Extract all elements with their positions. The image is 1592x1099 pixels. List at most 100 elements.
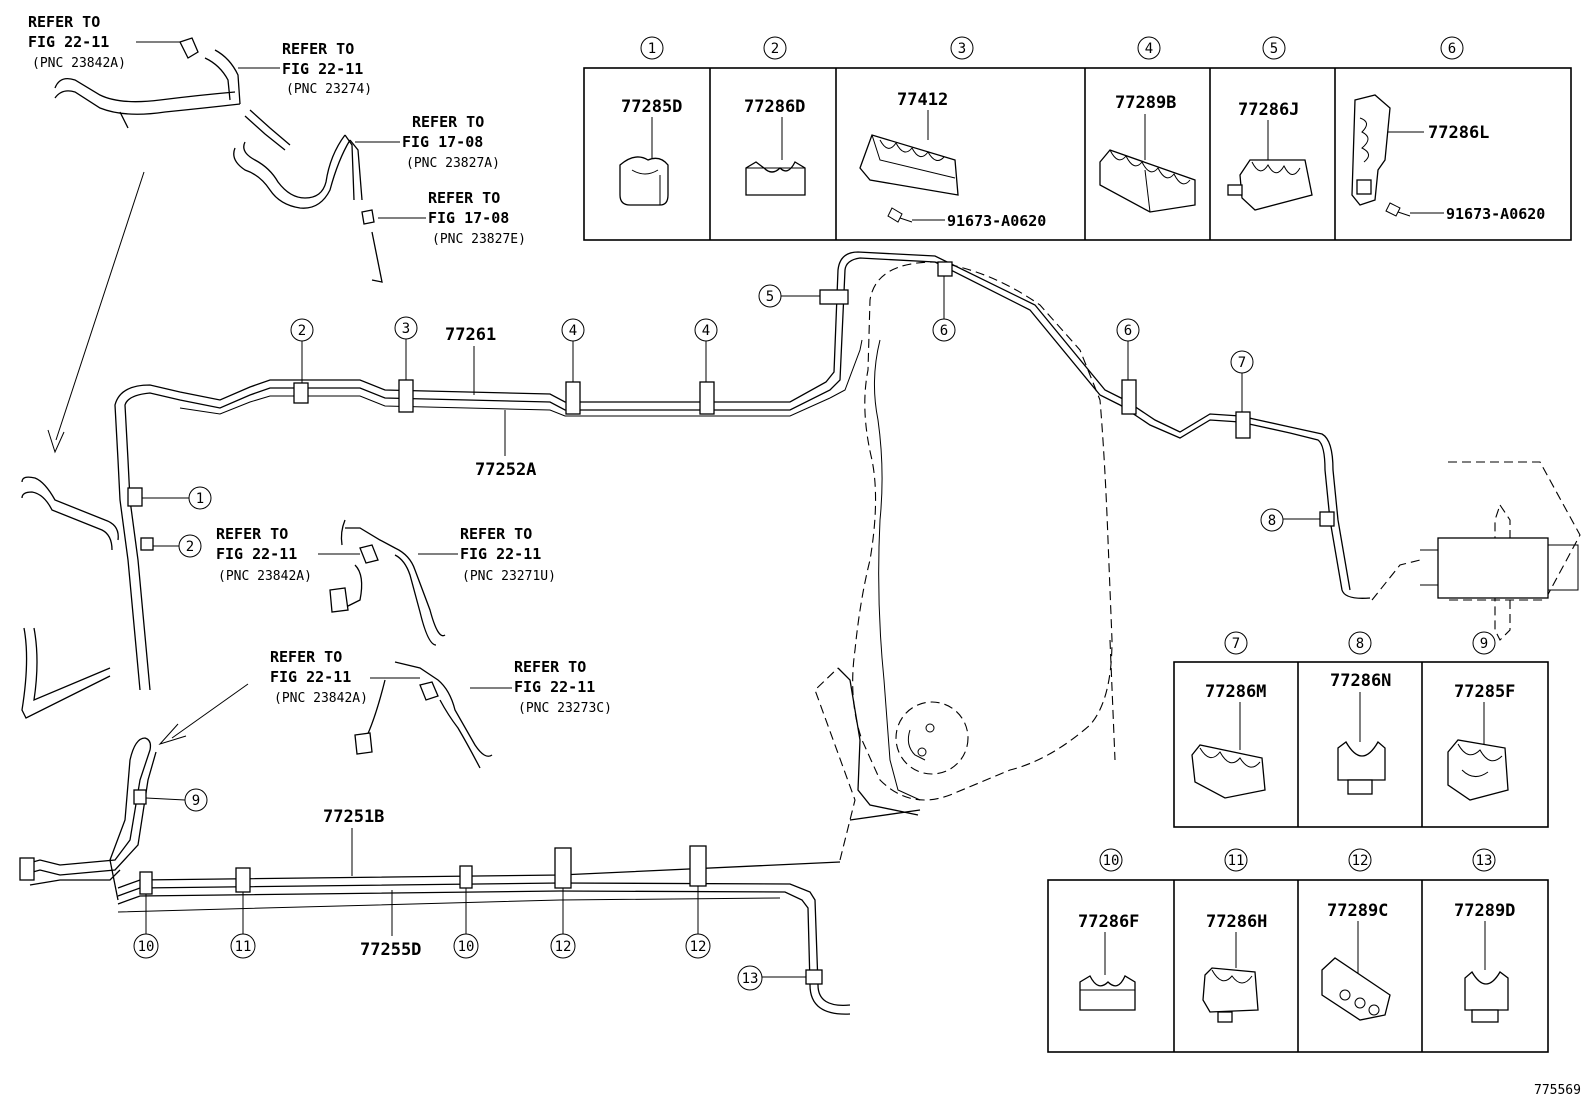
arrow-icon bbox=[47, 171, 145, 454]
svg-text:6: 6 bbox=[940, 323, 948, 339]
part-number-77286N: 77286N bbox=[1330, 671, 1391, 691]
svg-text:FIG 17-08: FIG 17-08 bbox=[402, 133, 483, 151]
parts-table-right-lower: 10 11 12 13 77286F 77286H 77289C 77289D bbox=[1047, 848, 1549, 1053]
svg-text:3: 3 bbox=[402, 321, 410, 337]
parts-table-right-upper: 7 8 9 77286M 77286N 77285F bbox=[1173, 631, 1549, 828]
clamp-77289D-icon bbox=[1464, 970, 1509, 1023]
bolt-part-number: 91673-A0620 bbox=[1446, 205, 1545, 223]
svg-text:6: 6 bbox=[1448, 41, 1456, 57]
callout-1: 1 bbox=[142, 486, 212, 510]
svg-text:5: 5 bbox=[766, 289, 774, 305]
canister-assembly bbox=[1371, 461, 1581, 641]
callout-8: 8 bbox=[1260, 508, 1320, 532]
callout-6: 6 bbox=[1116, 318, 1140, 380]
svg-text:FIG 22-11: FIG 22-11 bbox=[270, 668, 351, 686]
table-header-13: 13 bbox=[1476, 853, 1493, 869]
callout-10: 10 bbox=[453, 888, 479, 959]
svg-text:REFER TO: REFER TO bbox=[460, 525, 532, 543]
table-header-9: 9 bbox=[1480, 636, 1488, 652]
clamp-77285D-icon bbox=[619, 156, 669, 206]
callout-9: 9 bbox=[145, 788, 208, 812]
callout-6: 6 bbox=[932, 276, 956, 342]
callout-5: 5 bbox=[758, 284, 820, 308]
part-number-77412: 77412 bbox=[897, 90, 948, 110]
figure-id: 775569 bbox=[1534, 1083, 1581, 1098]
callout-12: 12 bbox=[685, 886, 711, 959]
clamp-77289B-icon bbox=[1099, 149, 1196, 213]
clamp-77285F-icon bbox=[1447, 739, 1509, 801]
callout-4: 4 bbox=[694, 318, 718, 382]
svg-text:REFER TO: REFER TO bbox=[428, 189, 500, 207]
part-number-77286M: 77286M bbox=[1205, 682, 1266, 702]
svg-text:10: 10 bbox=[138, 939, 155, 955]
reference-note: REFER TO FIG 22-11 (PNC 23842A) bbox=[216, 525, 360, 584]
svg-text:4: 4 bbox=[1145, 41, 1153, 57]
clamp-77286N-icon bbox=[1337, 740, 1386, 795]
svg-text:3: 3 bbox=[958, 41, 966, 57]
bolt-icon bbox=[1385, 202, 1411, 217]
svg-text:2: 2 bbox=[771, 41, 779, 57]
svg-text:7: 7 bbox=[1238, 355, 1246, 371]
svg-text:4: 4 bbox=[569, 323, 577, 339]
table-header-7: 7 bbox=[1232, 636, 1240, 652]
svg-text:(PNC 23273C): (PNC 23273C) bbox=[518, 701, 612, 716]
svg-text:(PNC 23842A): (PNC 23842A) bbox=[218, 569, 312, 584]
part-number-77289D: 77289D bbox=[1454, 901, 1515, 921]
table-header-4: 4 bbox=[1137, 36, 1161, 60]
table-header-5: 5 bbox=[1262, 36, 1286, 60]
svg-text:(PNC 23271U): (PNC 23271U) bbox=[462, 569, 556, 584]
part-number-77286F: 77286F bbox=[1078, 912, 1139, 932]
clamp-77286M-icon bbox=[1191, 744, 1266, 799]
filler-pipe-hose bbox=[21, 476, 119, 719]
reference-note: REFER TO FIG 22-11 (PNC 23274) bbox=[238, 40, 372, 97]
svg-text:FIG 22-11: FIG 22-11 bbox=[28, 33, 109, 51]
reference-note: REFER TO FIG 22-11 (PNC 23842A) bbox=[270, 648, 420, 706]
svg-text:REFER TO: REFER TO bbox=[216, 525, 288, 543]
clamp-77286F-icon bbox=[1079, 975, 1136, 1011]
callout-7: 7 bbox=[1230, 350, 1254, 412]
svg-text:2: 2 bbox=[298, 323, 306, 339]
part-number-77286J: 77286J bbox=[1238, 100, 1299, 120]
table-header-10: 10 bbox=[1103, 853, 1120, 869]
reference-note: REFER TO FIG 22-11 (PNC 23842A) bbox=[28, 13, 180, 71]
svg-text:REFER TO: REFER TO bbox=[282, 40, 354, 58]
fuel-hose-assembly-top bbox=[54, 37, 383, 283]
table-header-11: 11 bbox=[1228, 853, 1245, 869]
part-number-77289B: 77289B bbox=[1115, 93, 1176, 113]
clamp-77289C-icon bbox=[1321, 957, 1391, 1021]
svg-text:(PNC 23842A): (PNC 23842A) bbox=[274, 691, 368, 706]
svg-text:12: 12 bbox=[555, 939, 572, 955]
svg-text:13: 13 bbox=[742, 971, 759, 987]
callout-12: 12 bbox=[550, 888, 576, 959]
callout-11: 11 bbox=[230, 892, 256, 959]
callout-3: 3 bbox=[394, 316, 418, 380]
line-clamps bbox=[127, 261, 1335, 985]
svg-text:2: 2 bbox=[186, 539, 194, 555]
tube-part-77261: 77261 bbox=[445, 325, 496, 345]
bolt-icon bbox=[887, 207, 913, 223]
svg-text:(PNC 23827A): (PNC 23827A) bbox=[406, 156, 500, 171]
part-number-77286H: 77286H bbox=[1206, 912, 1267, 932]
parts-table-top: 1 2 3 4 5 6 77285D 77286 bbox=[583, 36, 1572, 241]
svg-text:11: 11 bbox=[235, 939, 252, 955]
fuel-tank-outline bbox=[852, 261, 1116, 801]
table-header-12: 12 bbox=[1352, 853, 1369, 869]
svg-text:REFER TO: REFER TO bbox=[514, 658, 586, 676]
svg-text:10: 10 bbox=[458, 939, 475, 955]
svg-text:FIG 17-08: FIG 17-08 bbox=[428, 209, 509, 227]
table-header-1: 1 bbox=[640, 36, 664, 60]
part-number-77285F: 77285F bbox=[1454, 682, 1515, 702]
arrow-icon bbox=[158, 683, 249, 746]
part-number-77286L: 77286L bbox=[1428, 123, 1489, 143]
tube-part-77252A: 77252A bbox=[475, 460, 536, 480]
callout-2: 2 bbox=[153, 534, 202, 558]
svg-text:8: 8 bbox=[1268, 513, 1276, 529]
svg-text:(PNC 23842A): (PNC 23842A) bbox=[32, 56, 126, 71]
reference-note: REFER TO FIG 22-11 (PNC 23273C) bbox=[470, 658, 612, 716]
svg-text:4: 4 bbox=[702, 323, 710, 339]
callout-10: 10 bbox=[133, 894, 159, 959]
tube-part-77255D: 77255D bbox=[360, 940, 421, 960]
fuel-line-lower bbox=[117, 667, 921, 1015]
clamp-77286L-icon bbox=[1351, 94, 1391, 206]
